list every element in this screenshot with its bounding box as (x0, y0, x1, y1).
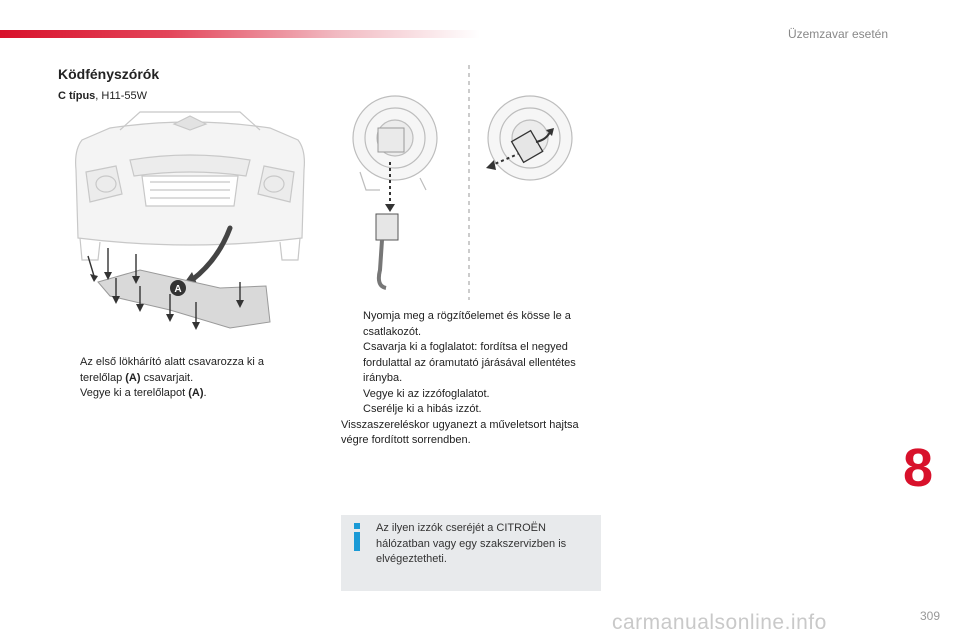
page-title: Ködfényszórók (58, 66, 160, 82)
watermark: carmanualsonline.info (612, 611, 827, 634)
list-item: Vegye ki a terelőlapot (A). (80, 387, 207, 399)
bumper-illustration: A (75, 111, 305, 330)
right-steps: Nyomja meg a rögzítőelemet és kösse le a… (341, 309, 603, 449)
reassembly-note: Visszaszereléskor ugyanezt a műveletsort… (341, 418, 579, 447)
bulb-type: C típus, H11-55W (58, 90, 147, 102)
list-item: Vegye ki az izzófoglalatot. (363, 387, 490, 400)
figure-divider (468, 65, 470, 300)
list-item: Cserélje ki a hibás izzót. (363, 403, 482, 415)
list-item: Az első lökhárító alatt csavarozza ki a … (80, 356, 265, 384)
info-icon (354, 523, 360, 551)
list-item: Nyomja meg a rögzítőelemet és kösse le a… (363, 310, 571, 338)
bulbholder-illustration (486, 95, 573, 181)
connector-illustration (352, 95, 438, 290)
list-item: Csavarja ki a foglalatot: fordítsa el ne… (363, 341, 576, 384)
info-text: Az ilyen izzók cseréjét a CITROËN hálóza… (376, 522, 567, 565)
page-number: 309 (919, 609, 940, 623)
top-accent-bar (0, 30, 480, 38)
section-header: Üzemzavar esetén (787, 27, 888, 41)
bulb-spec: , H11-55W (95, 90, 148, 102)
left-steps: Az első lökhárító alatt csavarozza ki a … (58, 355, 308, 402)
info-box: Az ilyen izzók cseréjét a CITROËN hálóza… (341, 515, 601, 591)
bulb-type-label: C típus (58, 90, 96, 102)
callout-a: A (174, 284, 181, 295)
chapter-number: 8 (903, 438, 934, 498)
